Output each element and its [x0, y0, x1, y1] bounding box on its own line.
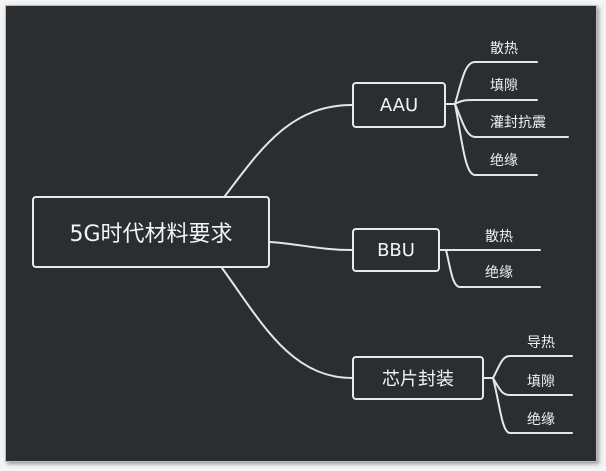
branch-chip-packaging[interactable]: 芯片封装	[352, 356, 484, 400]
connector-root-aau	[224, 104, 353, 197]
leaf-bbu-heat-dissipation[interactable]: 散热	[485, 229, 513, 245]
leaf-aau-potting[interactable]: 灌封抗震	[490, 115, 546, 131]
branch-aau[interactable]: AAU	[352, 82, 446, 128]
leaf-bbu-insulation[interactable]: 绝缘	[485, 265, 513, 281]
connector-root-chip	[221, 267, 353, 379]
leaf-aau-gap-filling[interactable]: 填隙	[490, 78, 518, 94]
connector-root-bbu	[269, 241, 353, 251]
leaf-aau-heat-dissipation[interactable]: 散热	[490, 41, 518, 57]
connector-chip-leaves	[483, 355, 573, 434]
connector-aau-leaves	[445, 61, 569, 176]
leaf-chip-insulation[interactable]: 绝缘	[527, 412, 555, 428]
root-node[interactable]: 5G时代材料要求	[32, 196, 270, 268]
leaf-aau-insulation[interactable]: 绝缘	[490, 153, 518, 169]
branch-bbu[interactable]: BBU	[352, 228, 440, 272]
leaf-chip-gap-filling[interactable]: 填隙	[527, 374, 555, 390]
connector-bbu-leaves	[439, 249, 541, 288]
leaf-chip-thermal-conduction[interactable]: 导热	[527, 335, 555, 351]
